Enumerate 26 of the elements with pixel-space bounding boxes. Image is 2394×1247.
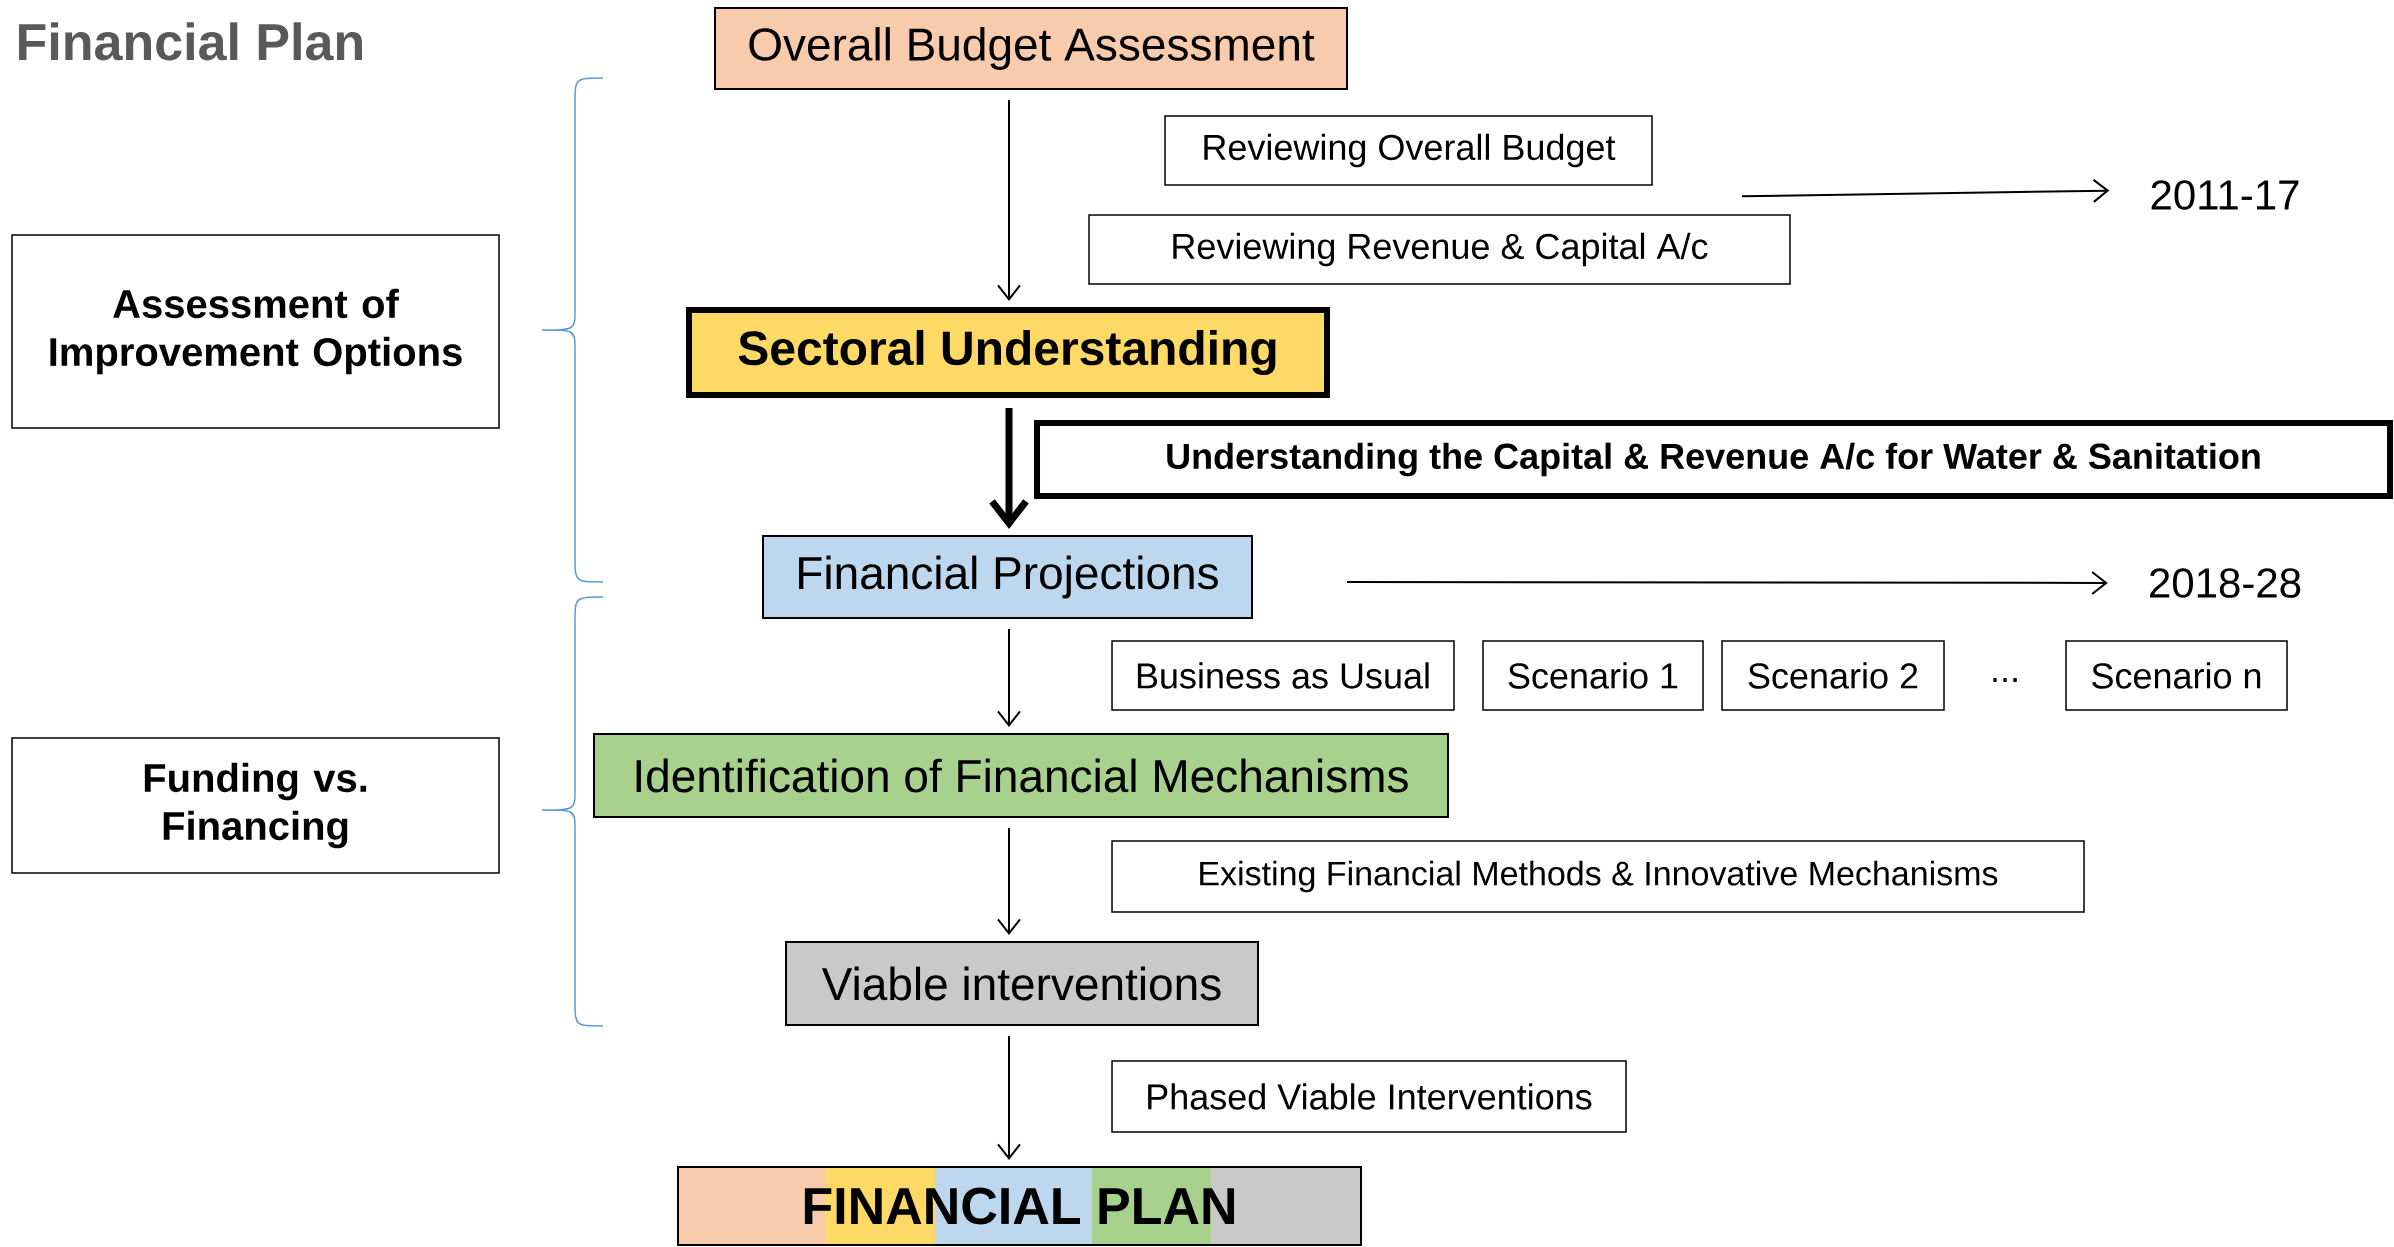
note-box: Reviewing Overall Budget <box>1164 115 1653 186</box>
arrow <box>1346 570 2108 595</box>
stage-box: Funding vs. Financing <box>11 737 500 874</box>
stage-box: Assessment of Improvement Options <box>11 234 500 429</box>
process-box: Viable interventions <box>785 941 1259 1026</box>
arrow <box>1741 178 2110 203</box>
arrow <box>997 628 1021 727</box>
note-box: Understanding the Capital & Revenue A/c for Water & Sanitation <box>1034 420 2393 499</box>
arrow <box>997 1035 1021 1160</box>
process-box: Sectoral Understanding <box>686 307 1330 398</box>
period-text: 2018-28 <box>2150 568 2301 598</box>
process-box: Overall Budget Assessment <box>714 7 1348 90</box>
scenario-box: Scenario n <box>2065 640 2288 711</box>
period-text: 2011-17 <box>2151 180 2299 210</box>
process-box: Identification of Financial Mechanisms <box>593 733 1449 818</box>
arrow <box>997 99 1021 301</box>
note-box: Phased Viable Interventions <box>1111 1060 1627 1133</box>
note-box: Reviewing Revenue & Capital A/c <box>1088 214 1791 285</box>
arrow <box>997 827 1021 935</box>
scenario-box: Scenario 2 <box>1721 640 1945 711</box>
scenario-box: Business as Usual <box>1111 640 1455 711</box>
note-box: Existing Financial Methods & Innovative Mechanisms <box>1111 840 2085 913</box>
ellipsis-text: ... <box>1993 678 2017 682</box>
scenario-box: Scenario 1 <box>1482 640 1704 711</box>
process-box: Financial Projections <box>762 535 1253 619</box>
title: Financial Plan <box>19 22 362 61</box>
